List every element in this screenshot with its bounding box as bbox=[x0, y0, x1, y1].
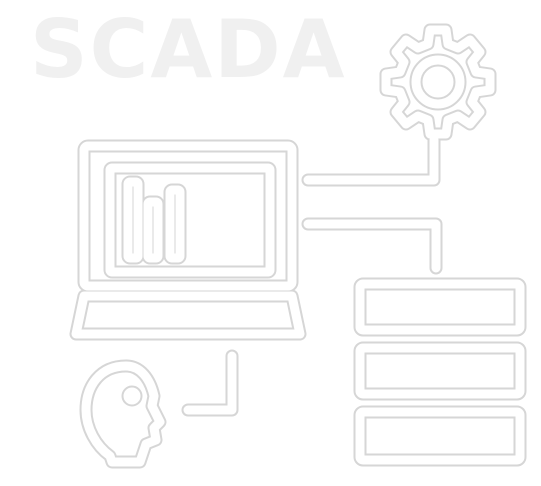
diagram-title: SCADA bbox=[30, 3, 347, 96]
gear-icon bbox=[384, 28, 492, 136]
operator-head-icon bbox=[86, 366, 160, 462]
connector-laptop-gear bbox=[308, 140, 434, 180]
connector-laptop-server bbox=[308, 224, 436, 268]
bar-chart-icon bbox=[128, 182, 180, 258]
laptop-icon bbox=[84, 146, 292, 334]
server-stack-icon bbox=[360, 284, 520, 460]
connector-operator-laptop bbox=[188, 356, 232, 410]
